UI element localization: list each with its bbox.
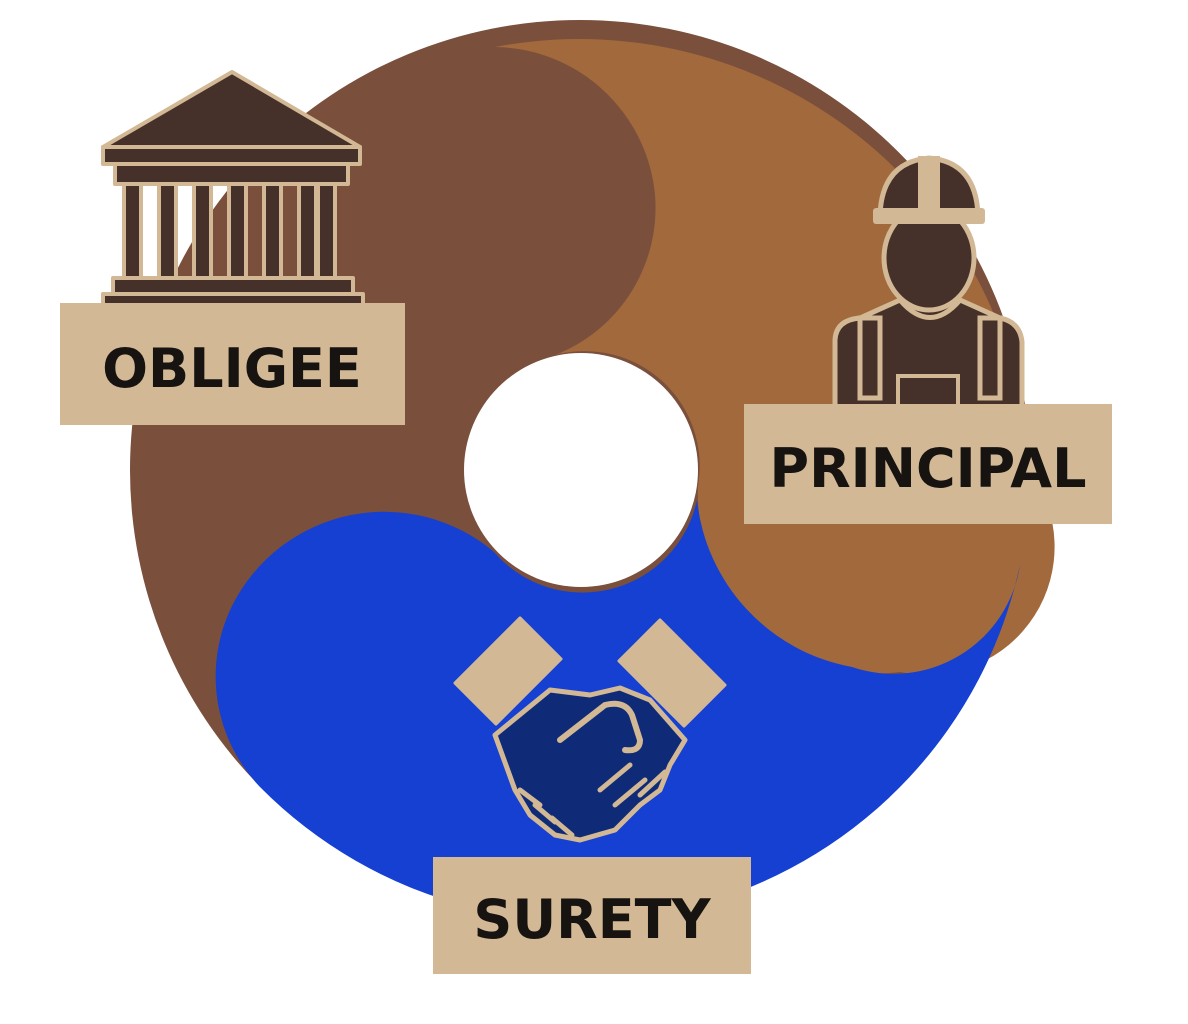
surety-label-box: SURETY (433, 857, 751, 974)
surety-label: SURETY (473, 888, 711, 951)
center-hole (464, 353, 698, 587)
obligee-label-box: OBLIGEE (60, 303, 405, 425)
obligee-label: OBLIGEE (102, 337, 362, 400)
principal-label: PRINCIPAL (770, 437, 1087, 500)
handshake-icon (453, 616, 727, 843)
principal-label-box: PRINCIPAL (744, 404, 1112, 524)
